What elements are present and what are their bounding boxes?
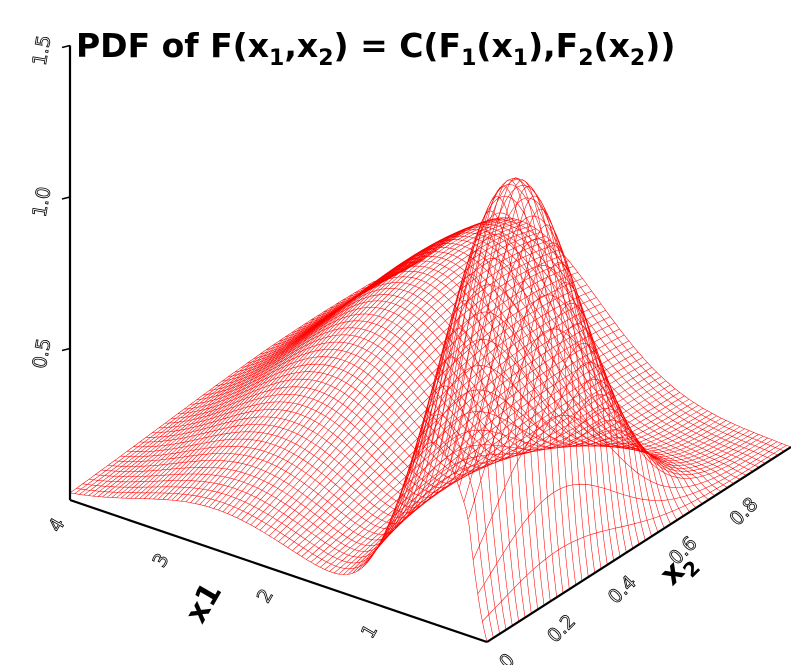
x2-tick-label: 0.2 — [543, 610, 580, 647]
x1-tick-label: 2 — [253, 585, 278, 606]
surface-mesh — [69, 177, 791, 643]
x1-axis-label: x1 — [179, 577, 229, 629]
surface-line-x2 — [120, 228, 538, 610]
surface-line-x2 — [114, 250, 532, 614]
z-tick-label: 1.0 — [29, 185, 56, 219]
x2-axis-line — [486, 446, 791, 643]
x2-tick-label: 0.4 — [604, 571, 641, 608]
surface-line-x2 — [139, 185, 557, 598]
surface-line-x2 — [228, 320, 646, 541]
surface-line-x2 — [88, 356, 507, 630]
x1-tick-label: 4 — [44, 514, 69, 535]
surface-line-x2 — [348, 226, 766, 464]
surface-line-x2 — [82, 385, 500, 634]
z-tick-mark — [61, 196, 71, 200]
z-tick-mark — [61, 44, 71, 49]
surface-line-x1 — [250, 244, 555, 526]
surface-line-x2 — [247, 300, 665, 529]
surface-line-x1 — [259, 254, 565, 531]
surface-line-x2 — [177, 208, 595, 573]
surface-line-x2 — [354, 224, 773, 460]
x1-tick-label: 3 — [149, 550, 174, 571]
x2-tick-label: 0.0 — [482, 649, 519, 665]
surface-line-x2 — [95, 328, 513, 626]
surface-line-x2 — [373, 217, 791, 448]
surface-line-x1 — [426, 184, 731, 455]
surface-line-x2 — [266, 282, 684, 517]
surface-line-x2 — [215, 323, 633, 549]
surface-line-x2 — [76, 414, 494, 638]
surface-line-x1 — [171, 224, 476, 501]
x1-tick-label: 1 — [357, 621, 382, 642]
surface-line-x2 — [240, 307, 659, 533]
surface-line-x2 — [152, 177, 570, 590]
z-tick-label: 0.5 — [29, 337, 56, 371]
surface-line-x2 — [329, 235, 747, 476]
surface-line-x2 — [253, 294, 671, 525]
surface-line-x2 — [171, 195, 589, 578]
z-tick-mark — [61, 347, 71, 352]
title-text: PDF of F(x1,x2) = C(F1(x1),F2(x2)) — [76, 26, 675, 71]
x1-axis-line — [69, 498, 488, 644]
surface-line-x2 — [361, 221, 779, 456]
surface-line-x2 — [310, 247, 728, 488]
surface-line-x2 — [183, 224, 602, 569]
surface-line-x1 — [194, 217, 500, 504]
surface-line-x1 — [482, 445, 787, 622]
surface-line-x2 — [221, 327, 640, 545]
surface-line-x2 — [146, 179, 564, 594]
surface-line-x2 — [202, 282, 621, 557]
surface-line-x2 — [196, 261, 614, 561]
surface-line-x2 — [133, 196, 551, 602]
surface-line-x2 — [164, 185, 583, 582]
surface-line-x2 — [209, 302, 627, 553]
surface-line-x2 — [234, 313, 652, 537]
surface-line-x1 — [88, 275, 393, 496]
chart-title: PDF of F(x1,x2) = C(F1(x1),F2(x2)) — [76, 26, 675, 71]
surface-line-x2 — [316, 243, 735, 484]
surface-line-x2 — [107, 274, 526, 618]
surface-line-x2 — [323, 239, 741, 480]
surface-line-x2 — [190, 242, 608, 565]
axes — [68, 45, 791, 644]
surface-line-x1 — [157, 232, 463, 500]
surface-line-x1 — [338, 357, 643, 575]
surface-line-x2 — [69, 442, 488, 643]
surface-line-x2 — [126, 210, 545, 606]
surface-line-x2 — [342, 229, 760, 468]
surface-line-x2 — [297, 256, 716, 497]
surface-line-x2 — [335, 232, 754, 472]
surface-line-x1 — [139, 245, 444, 499]
z-tick-label: 1.5 — [29, 34, 56, 68]
surface-line-x2 — [158, 179, 576, 586]
surface-line-x2 — [367, 219, 785, 452]
surface-line-x1 — [190, 218, 495, 503]
x2-tick-label: 0.8 — [725, 493, 762, 530]
